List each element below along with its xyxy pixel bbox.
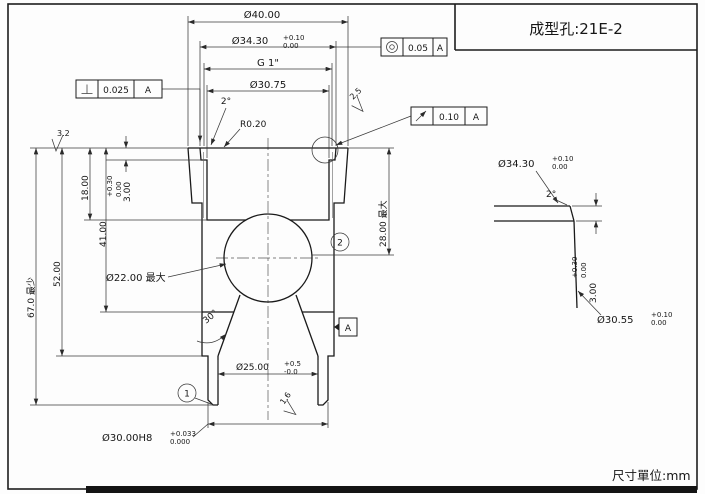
detail-dim-depth-3-tol-up: +0.30 [571, 257, 579, 278]
roughness-top-left-value: 3.2 [57, 129, 70, 138]
balloon-2: 2 [330, 232, 350, 252]
circular-runout-icon [415, 110, 427, 122]
roughness-check-icon [283, 399, 297, 416]
dim-depth-3-tol-up: +0.30 [106, 176, 114, 197]
perpendicularity-icon [81, 84, 93, 94]
dim-thread: G 1" [257, 58, 279, 69]
dim-dia-25: Ø25.00 [236, 362, 269, 373]
units-note: 尺寸單位:mm [612, 468, 691, 483]
detail-dim-depth-3: 3.00 [589, 283, 599, 303]
dim-depth-41: 41.00 [99, 221, 109, 247]
dim-dia-30-75: Ø30.75 [250, 79, 287, 91]
roughness-check-icon [51, 134, 64, 153]
detail-dim-dia-34-3-tol-lo: 0.00 [552, 163, 568, 171]
fcf-perp-datum: A [145, 86, 152, 96]
roughness-bottom: 1.6 [278, 391, 297, 416]
bottom-bar [86, 486, 697, 493]
detail-dim-dia-34-3-tol-up: +0.10 [552, 155, 573, 163]
roughness-top-right: 2.5 [348, 86, 364, 113]
fcf-conc-datum: A [437, 44, 444, 54]
detail-dimension-linework [535, 170, 602, 316]
roughness-top-left: 3.2 [51, 129, 70, 153]
detail-dim-taper-angle: 2° [546, 190, 556, 200]
main-view: Ø40.00 Ø34.30 +0.10 0.00 G 1" Ø30.75 2° … [26, 9, 412, 446]
detail-dim-dia-30-55: Ø30.55 [597, 314, 634, 326]
fcf-perpendicularity: 0.025 A [75, 79, 163, 99]
fcf-circular-runout: 0.10 A [410, 106, 488, 126]
dim-taper-angle: 2° [221, 97, 231, 107]
fcf-runout-datum: A [473, 113, 480, 123]
detail-dim-dia-34-3: Ø34.30 [498, 158, 535, 170]
concentricity-icon [386, 41, 398, 53]
dim-dia-34-3: Ø34.30 [232, 35, 269, 47]
datum-flag-a: A [334, 317, 358, 337]
drawing-title: 成型孔:21E-2 [529, 20, 623, 38]
dim-corner-radius: R0.20 [240, 120, 267, 130]
detail-view: Ø34.30 +0.10 0.00 2° +0.30 0.00 3.00 Ø30… [494, 155, 672, 327]
fcf-runout-value: 0.10 [439, 113, 459, 123]
dim-dia-34-3-tol-lo: 0.00 [283, 42, 299, 50]
dim-dia-25-tol-up: +0.5 [284, 360, 301, 368]
detail-dim-dia-30-55-tol-lo: 0.00 [651, 319, 667, 327]
fcf-conc-value: 0.05 [408, 44, 428, 54]
title-block: 成型孔:21E-2 [454, 4, 697, 51]
centerlines [216, 138, 320, 420]
roughness-top-right-value: 2.5 [348, 86, 363, 101]
part-outline [187, 147, 349, 406]
dim-dia-30-h8-tol-lo: 0.000 [170, 438, 190, 446]
roughness-bottom-value: 1.6 [278, 391, 293, 407]
fcf-perp-value: 0.025 [103, 86, 129, 96]
fcf-concentricity: 0.05 A [380, 37, 448, 57]
dim-dia-30-h8-tol-up: +0.033 [170, 430, 196, 438]
dim-dia-25-tol-lo: -0.0 [284, 368, 298, 376]
thread-lines [203, 152, 333, 218]
dim-dia-34-3-tol-up: +0.10 [283, 34, 304, 42]
dim-depth-28-max: 28.00 最大 [377, 200, 389, 247]
dimension-linework [30, 16, 412, 438]
dim-height-67-min: 67.0 最少 [26, 277, 37, 318]
dim-dia-30-h8: Ø30.00H8 [102, 432, 152, 444]
dim-depth-52: 52.00 [53, 261, 63, 287]
balloon-1-label: 1 [184, 390, 190, 400]
balloon-2-label: 2 [337, 239, 343, 249]
roughness-check-icon [351, 94, 364, 113]
dim-depth-3-tol-lo: 0.00 [115, 181, 123, 197]
dim-dia-22-max: Ø22.00 最大 [106, 271, 166, 284]
dim-depth-3: 3.00 [123, 182, 133, 202]
balloon-1: 1 [177, 383, 197, 403]
dim-dia-40: Ø40.00 [244, 9, 281, 21]
detail-dim-depth-3-tol-lo: 0.00 [580, 262, 588, 278]
dim-chamfer-angle: 30° [202, 308, 221, 326]
detail-dim-dia-30-55-tol-up: +0.10 [651, 311, 672, 319]
drawing-border [7, 3, 698, 490]
datum-flag-label: A [345, 324, 352, 334]
dim-depth-18: 18.00 [81, 175, 91, 201]
detail-outline [494, 205, 578, 309]
